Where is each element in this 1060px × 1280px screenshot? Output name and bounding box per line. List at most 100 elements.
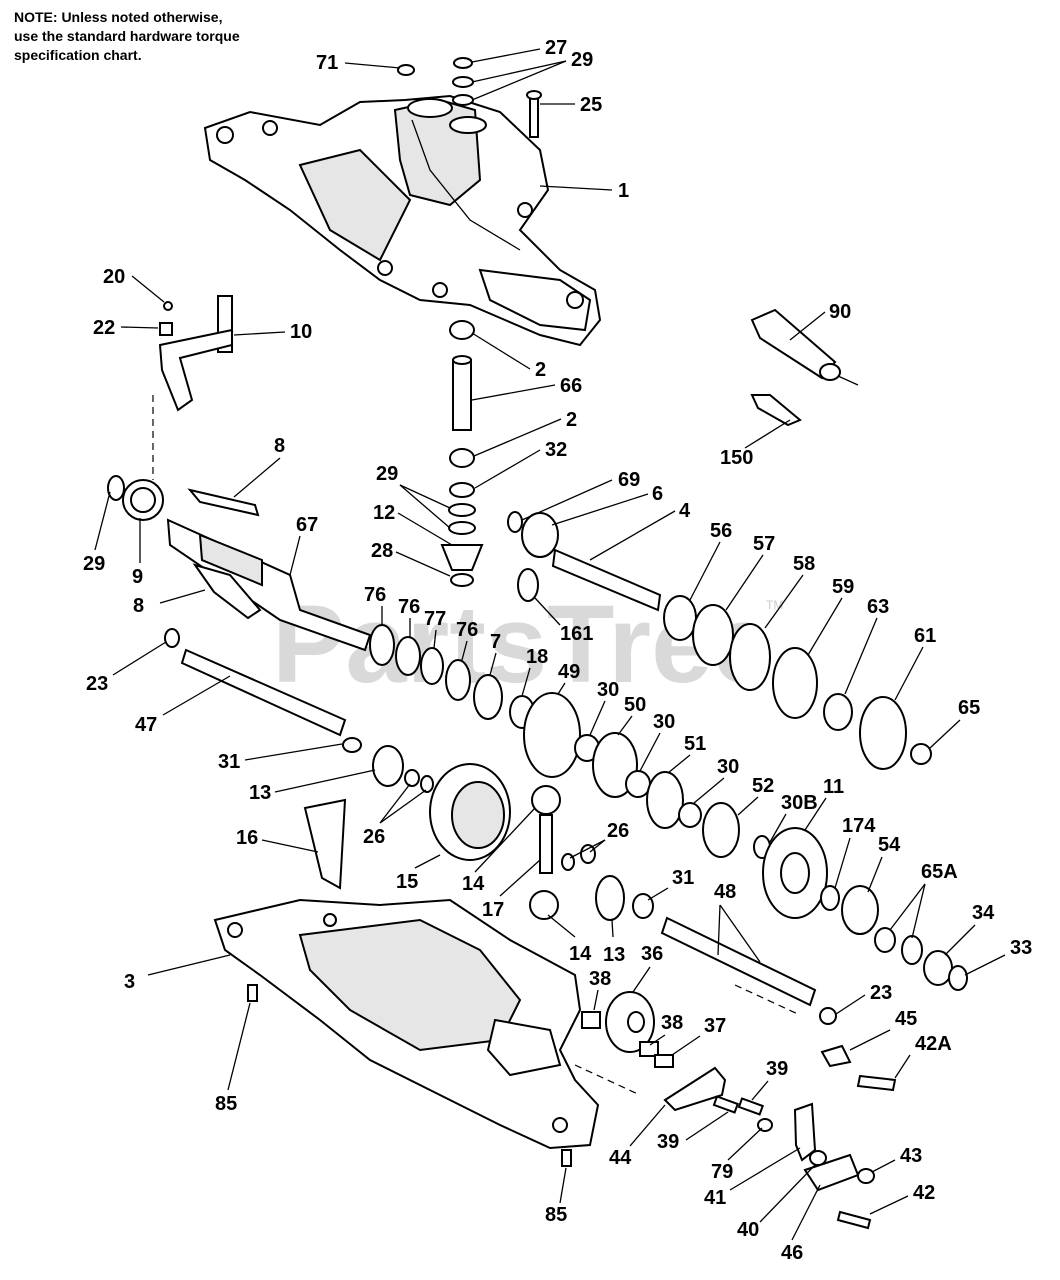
callout-43: 43: [900, 1145, 922, 1167]
callout-31-left: 31: [218, 751, 240, 773]
callout-42: 42: [913, 1182, 935, 1204]
callout-58: 58: [793, 553, 815, 575]
top-hardware: [397, 57, 542, 138]
callout-77: 77: [424, 608, 446, 630]
callout-14-lower: 14: [569, 943, 592, 965]
callout-13-lower: 13: [603, 944, 625, 966]
callout-33: 33: [1010, 937, 1032, 959]
callout-11: 11: [823, 776, 844, 798]
callout-65A: 65A: [921, 861, 958, 883]
callout-23-left: 23: [86, 673, 108, 695]
leader-lines: [94, 48, 1006, 1241]
callout-48: 48: [714, 881, 736, 903]
shift-shaft-assembly: [107, 395, 372, 652]
callout-40: 40: [737, 1219, 759, 1241]
callout-23-right: 23: [870, 982, 892, 1004]
spacers: [369, 624, 471, 701]
callout-28: 28: [371, 540, 393, 562]
callout-36: 36: [641, 943, 663, 965]
callout-30-c: 30: [717, 756, 739, 778]
callout-8-upper: 8: [274, 435, 285, 457]
sealant-tube: [750, 308, 859, 427]
callout-42A: 42A: [915, 1033, 952, 1055]
callout-14-upper: 14: [462, 873, 485, 895]
lower-housing: [213, 898, 600, 1167]
callout-39-left: 39: [657, 1131, 679, 1153]
callout-52: 52: [752, 775, 774, 797]
note-line-1: NOTE: Unless noted otherwise,: [14, 9, 223, 25]
callout-37: 37: [704, 1015, 726, 1037]
callout-44: 44: [609, 1147, 632, 1169]
callout-39-right: 39: [766, 1058, 788, 1080]
callout-25: 25: [580, 94, 602, 116]
callout-50: 50: [624, 694, 646, 716]
callout-26-left: 26: [363, 826, 385, 848]
callout-20: 20: [103, 266, 125, 288]
callout-65: 65: [958, 697, 980, 719]
callout-1: 1: [618, 180, 629, 202]
callout-69: 69: [618, 469, 640, 491]
callout-12: 12: [373, 502, 395, 524]
callout-29-left: 29: [83, 553, 105, 575]
brake-parts: [574, 991, 674, 1096]
callout-30-b: 30: [653, 711, 675, 733]
callout-13-left: 13: [249, 782, 271, 804]
callout-32: 32: [545, 439, 567, 461]
callout-61: 61: [914, 625, 936, 647]
vertical-shaft: [440, 320, 484, 587]
callout-16: 16: [236, 827, 258, 849]
countershaft-gears: [164, 628, 740, 858]
note-line-2: use the standard hardware torque: [14, 28, 240, 44]
ring-gear-assembly: [753, 827, 968, 991]
callout-labels: 71 27 29 25 1 20 22 10 90 2 66 2 150 8 2…: [83, 37, 1032, 1264]
callout-47: 47: [135, 714, 157, 736]
callout-29-mid: 29: [376, 463, 398, 485]
callout-161: 161: [560, 623, 593, 645]
brake-lever-assembly: [663, 984, 897, 1230]
callout-150: 150: [720, 447, 753, 469]
callout-41: 41: [704, 1187, 726, 1209]
differential: [303, 763, 654, 921]
callout-66: 66: [560, 375, 582, 397]
callout-27: 27: [545, 37, 567, 59]
callout-26-right: 26: [607, 820, 629, 842]
callout-38-b: 38: [661, 1012, 683, 1034]
callout-59: 59: [832, 576, 854, 598]
callout-67: 67: [296, 514, 318, 536]
callout-2-lower: 2: [566, 409, 577, 431]
note-line-3: specification chart.: [14, 47, 142, 63]
callout-51: 51: [684, 733, 706, 755]
callout-17: 17: [482, 899, 504, 921]
input-shaft-gears: [507, 511, 932, 770]
callout-30-a: 30: [597, 679, 619, 701]
callout-3: 3: [124, 971, 135, 993]
callout-29-top: 29: [571, 49, 593, 71]
callout-49: 49: [558, 661, 580, 683]
callout-8-lower: 8: [133, 595, 144, 617]
shift-fork: [158, 295, 233, 412]
callout-63: 63: [867, 596, 889, 618]
callout-6: 6: [652, 483, 663, 505]
callout-4: 4: [679, 500, 691, 522]
upper-housing: [203, 94, 602, 347]
callout-76-b: 76: [398, 596, 420, 618]
callout-76-a: 76: [364, 584, 386, 606]
callout-174: 174: [842, 815, 876, 837]
callout-76-c: 76: [456, 619, 478, 641]
callout-56: 56: [710, 520, 732, 542]
callout-71: 71: [316, 52, 338, 74]
callout-7: 7: [490, 631, 501, 653]
callout-54: 54: [878, 834, 901, 856]
callout-15: 15: [396, 871, 418, 893]
callout-85-left: 85: [215, 1093, 237, 1115]
callout-2-upper: 2: [535, 359, 546, 381]
callout-18: 18: [526, 646, 548, 668]
callout-79: 79: [711, 1161, 733, 1183]
callout-45: 45: [895, 1008, 917, 1030]
callout-46: 46: [781, 1242, 803, 1264]
callout-10: 10: [290, 321, 312, 343]
callout-31-right: 31: [672, 867, 694, 889]
callout-38-a: 38: [589, 968, 611, 990]
callout-30B: 30B: [781, 792, 818, 814]
